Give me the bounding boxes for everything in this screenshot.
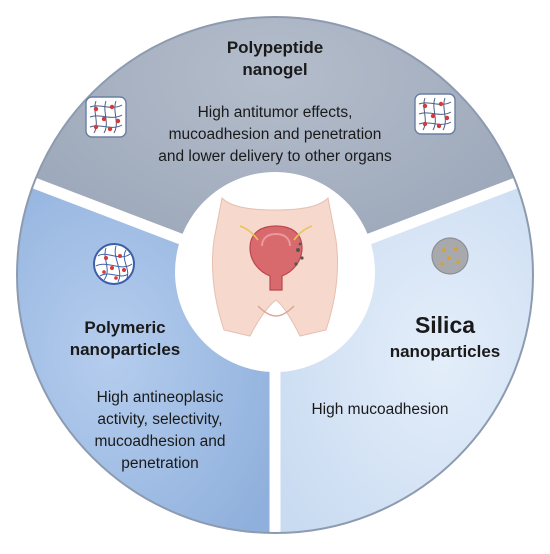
polypeptide-title-line2: nanogel (242, 60, 308, 79)
pelvis-bladder-icon (212, 196, 338, 337)
polymeric-desc-line3: mucoadhesion and (94, 433, 226, 450)
nanogel-mesh-icon (85, 96, 127, 138)
polypeptide-desc-line2: mucoadhesion and penetration (168, 126, 382, 143)
silica-title-line2: nanoparticles (389, 342, 501, 361)
outer-ring (16, 16, 534, 534)
polymeric-desc-line2: activity, selectivity, (97, 411, 223, 428)
silica-particle-icon (431, 237, 469, 275)
polymeric-desc-line1: High antineoplasic (96, 389, 224, 406)
silica-title-line1: Silica (414, 312, 476, 338)
polymeric-sphere-icon (93, 243, 135, 285)
silica-desc-line1: High mucoadhesion (311, 401, 449, 418)
polymeric-title-line1: Polymeric (84, 318, 166, 337)
polymeric-title-line2: nanoparticles (69, 340, 181, 359)
polypeptide-title-line1: Polypeptide (226, 38, 324, 57)
polypeptide-desc-line3: and lower delivery to other organs (158, 148, 392, 165)
polypeptide-desc-line1: High antitumor effects, (197, 104, 353, 121)
nanogel-mesh-icon (414, 93, 456, 135)
polymeric-desc-line4: penetration (121, 455, 199, 472)
